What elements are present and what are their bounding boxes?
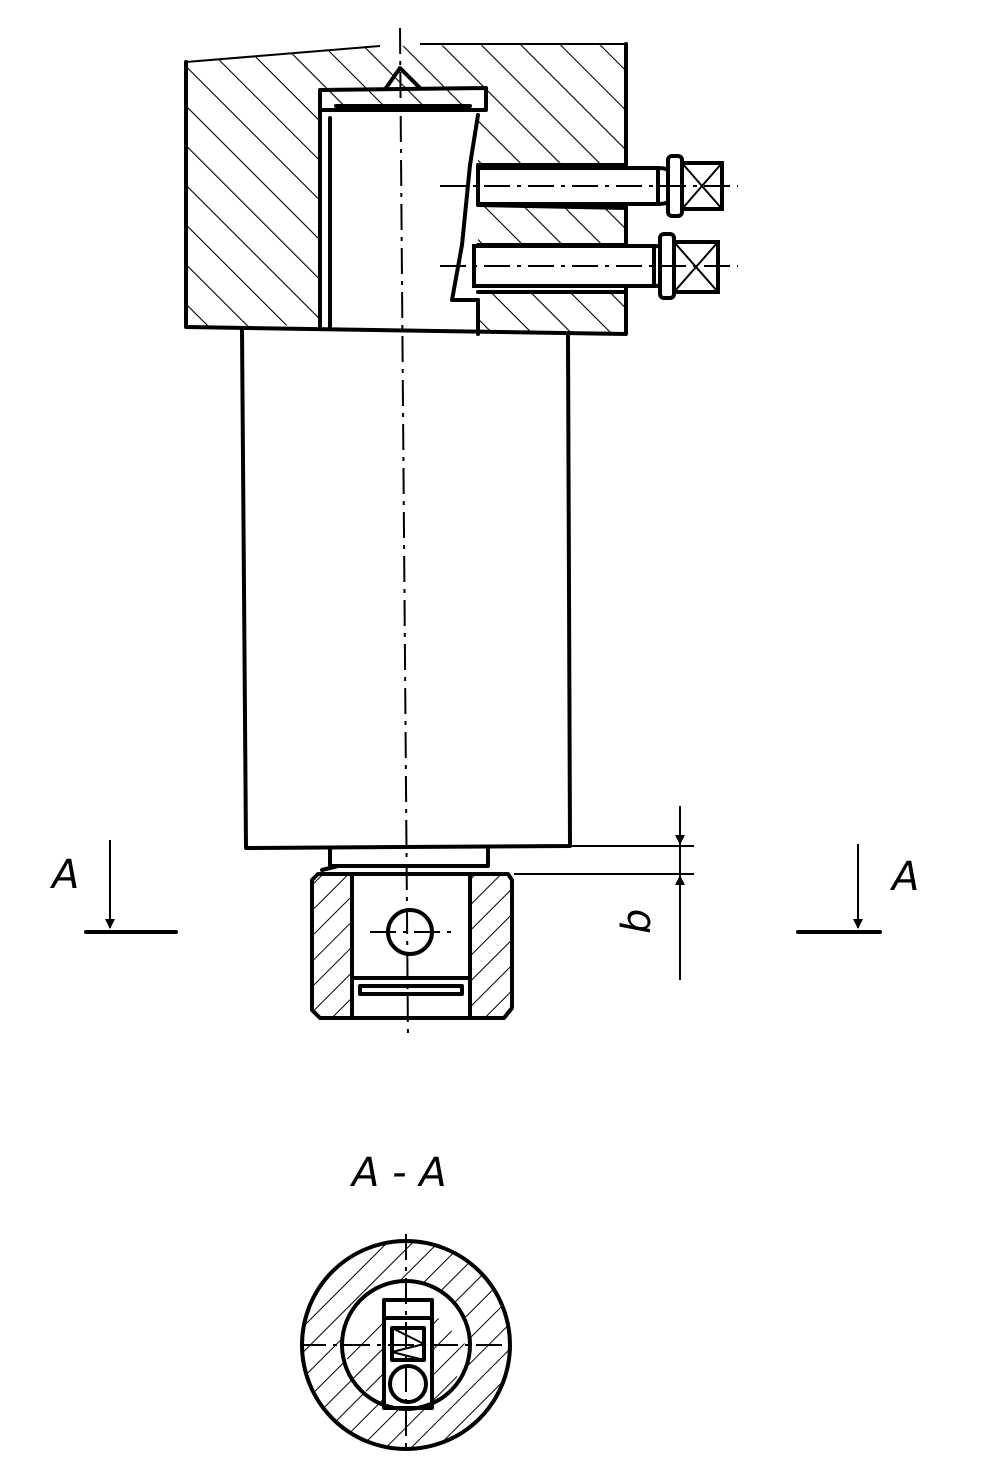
section-marker-left-label: A xyxy=(49,852,79,898)
top-block-hatch-right xyxy=(478,205,626,245)
main-centerline xyxy=(399,27,409,1041)
top-block-hatch-bottom-right xyxy=(478,292,626,334)
dimension-b-label: b xyxy=(614,909,660,934)
section-marker-right-label: A xyxy=(889,854,919,900)
cylinder-body xyxy=(240,328,572,850)
top-block-hatch-left xyxy=(186,44,626,327)
section-view xyxy=(300,1234,512,1451)
upper-screw xyxy=(440,154,738,218)
lower-screw xyxy=(440,232,738,300)
lower-head xyxy=(310,846,514,1020)
dimension-b: b xyxy=(494,806,694,980)
section-marker-right: A xyxy=(796,844,919,934)
section-marker-left: A xyxy=(49,840,178,934)
section-title: A - A xyxy=(349,1150,447,1196)
